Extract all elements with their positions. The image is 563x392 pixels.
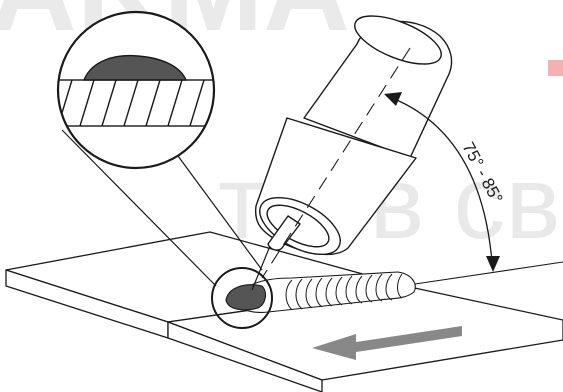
arc-arrowhead-bottom: [486, 256, 500, 272]
reference-line: [415, 262, 563, 284]
watermark-accent-bar: [548, 60, 563, 76]
